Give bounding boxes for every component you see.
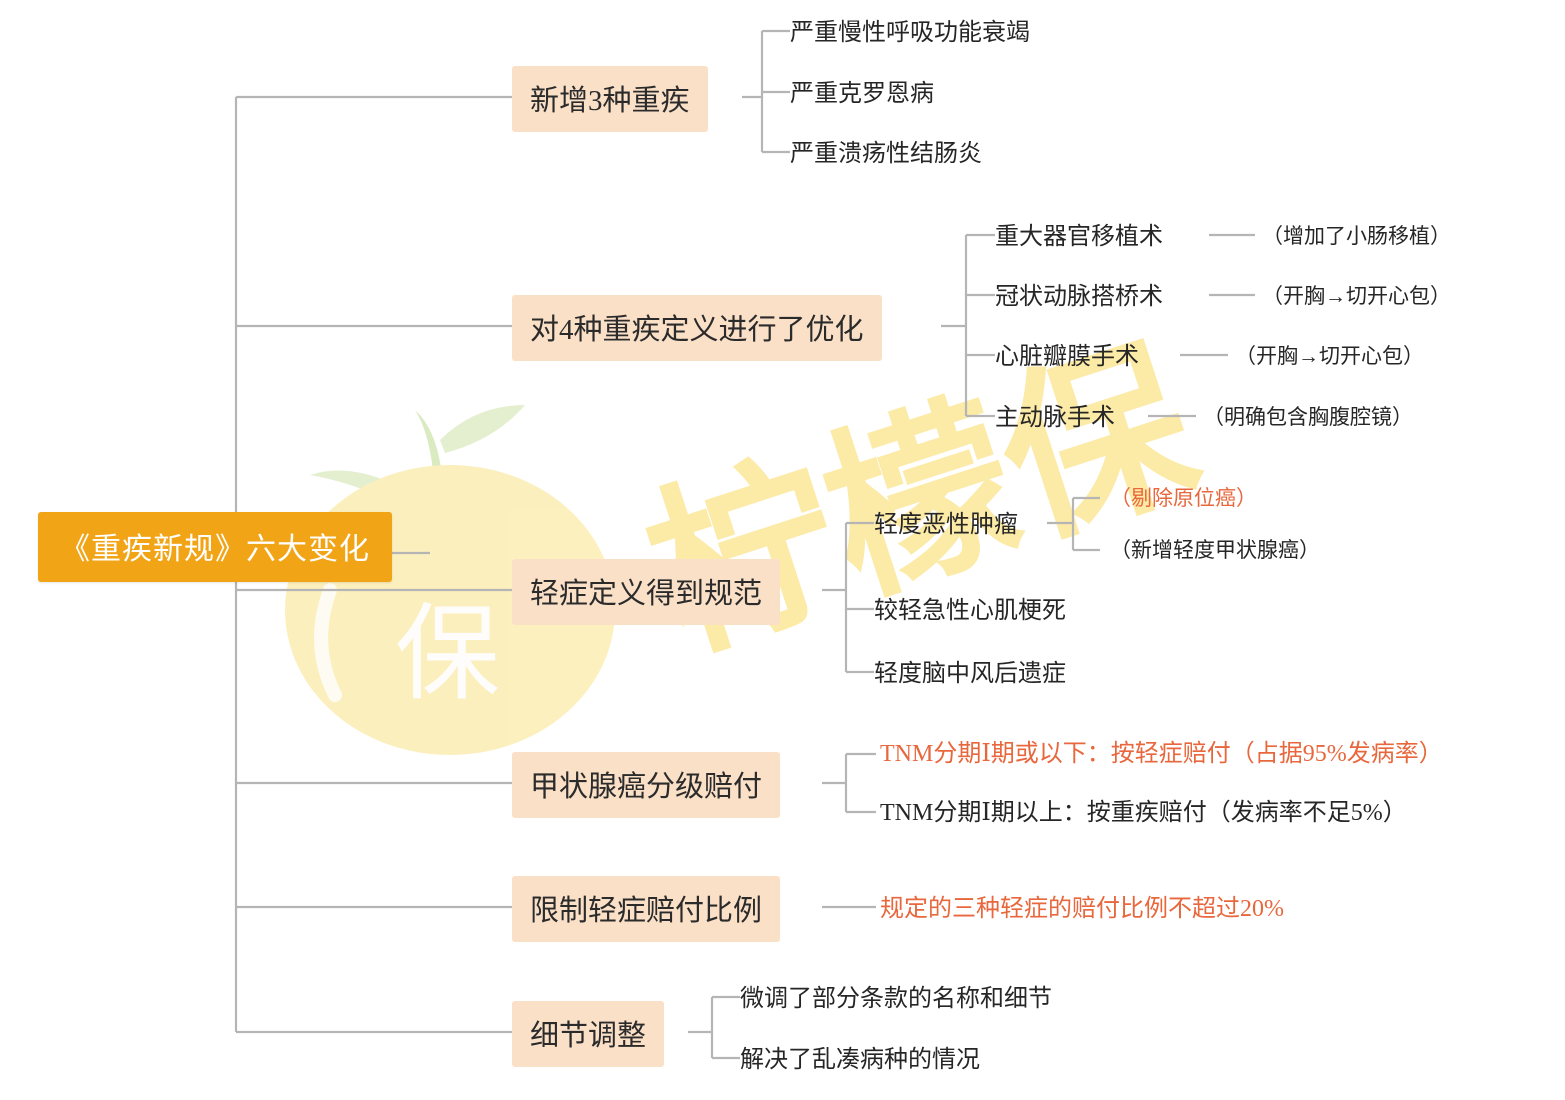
leaf-3-2: 较轻急性心肌梗死: [874, 598, 1066, 624]
branch-node-2[interactable]: 对4种重疾定义进行了优化: [512, 295, 882, 361]
leaf-5-1: 规定的三种轻症的赔付比例不超过20%: [880, 896, 1284, 922]
leaf-6-1: 微调了部分条款的名称和细节: [740, 986, 1052, 1012]
leaf-2-3-note: （开胸→切开心包）: [1235, 344, 1424, 368]
leaf-2-1-note: （增加了小肠移植）: [1262, 224, 1451, 248]
branch-node-1[interactable]: 新增3种重疾: [512, 66, 708, 132]
branch-node-4[interactable]: 甲状腺癌分级赔付: [512, 752, 781, 818]
leaf-2-4-note: （明确包含胸腹腔镜）: [1203, 405, 1413, 429]
leaf-4-1: TNM分期Ⅰ期或以下：按轻症赔付（占据95%发病率）: [880, 741, 1443, 767]
leaf-2-2: 冠状动脉搭桥术: [995, 284, 1163, 310]
leaf-1-1: 严重慢性呼吸功能衰竭: [790, 20, 1030, 46]
leaf-2-2-note: （开胸→切开心包）: [1262, 284, 1451, 308]
leaf-6-2: 解决了乱凑病种的情况: [740, 1047, 980, 1073]
leaf-1-3: 严重溃疡性结肠炎: [790, 141, 982, 167]
leaf-1-2: 严重克罗恩病: [790, 81, 934, 107]
leaf-3-3: 轻度脑中风后遗症: [874, 661, 1066, 687]
leaf-2-4: 主动脉手术: [995, 405, 1115, 431]
leaf-3-1: 轻度恶性肿瘤: [874, 512, 1018, 538]
leaf-3-1-sub-2: （新增轻度甲状腺癌）: [1110, 538, 1320, 562]
leaf-2-1: 重大器官移植术: [995, 224, 1163, 250]
leaf-3-1-sub-1: （剔除原位癌）: [1110, 486, 1257, 510]
root-node[interactable]: 《重疾新规》六大变化: [38, 512, 392, 582]
leaf-2-3: 心脏瓣膜手术: [995, 344, 1139, 370]
branch-node-6[interactable]: 细节调整: [512, 1001, 665, 1067]
branch-node-3[interactable]: 轻症定义得到规范: [512, 559, 781, 625]
leaf-4-2: TNM分期Ⅰ期以上：按重疾赔付（发病率不足5%）: [880, 800, 1407, 826]
branch-node-5[interactable]: 限制轻症赔付比例: [512, 876, 781, 942]
